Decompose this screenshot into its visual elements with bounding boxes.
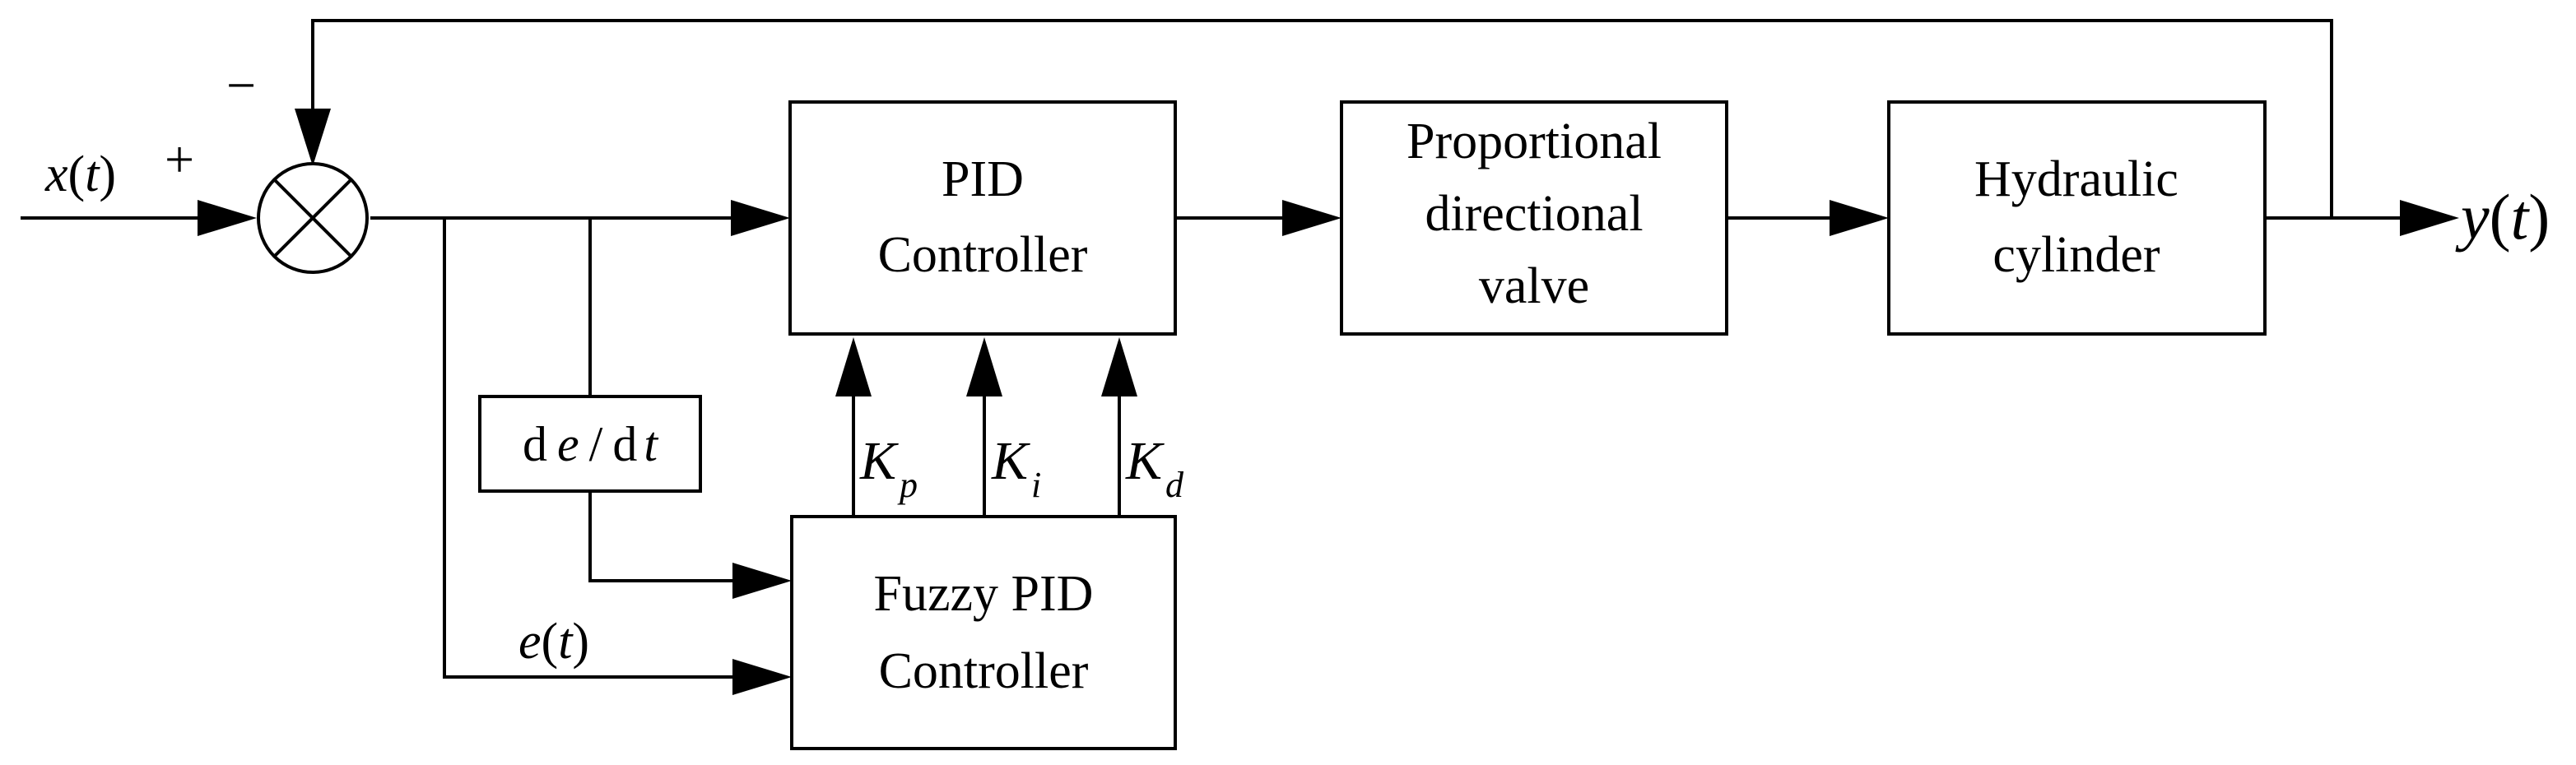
kp-label: Kp (859, 431, 918, 505)
arrowheads (198, 109, 2459, 695)
minus-sign: − (226, 56, 256, 114)
cylinder-label-line2: cylinder (1992, 227, 2160, 283)
kp-arrow (835, 337, 872, 396)
input-signal-label: x(t) (44, 146, 116, 202)
fuzzy-label-line1: Fuzzy PID (874, 566, 1094, 622)
derivative-to-fuzzy-line (588, 491, 741, 582)
summing-junction (257, 162, 369, 274)
valve-block: Proportional directional valve (1340, 100, 1728, 336)
signal-wires (21, 19, 2407, 679)
pid-label-line1: PID (942, 151, 1024, 207)
arrow-into-cylinder (1830, 200, 1889, 236)
cylinder-label-line1: Hydraulic (1974, 151, 2178, 207)
kd-label: Kd (1125, 431, 1184, 505)
plus-sign: + (165, 130, 194, 188)
error-signal-label: e(t) (518, 614, 589, 670)
fuzzy-label-line2: Controller (879, 643, 1089, 699)
arrow-derivative-to-fuzzy (732, 563, 792, 599)
output-signal-label: y(t) (2455, 181, 2550, 253)
pid-controller-block: PID Controller (788, 100, 1177, 336)
kd-arrow (1101, 337, 1137, 396)
arrow-error-to-fuzzy (732, 659, 792, 695)
arrow-into-pid (731, 200, 790, 236)
valve-label-line1: Proportional (1407, 114, 1662, 169)
error-to-fuzzy-line (443, 218, 741, 679)
feedback-line (311, 19, 2333, 218)
fuzzy-pid-block: Fuzzy PID Controller (790, 515, 1177, 750)
arrow-into-junction (198, 200, 257, 236)
ki-label: Ki (991, 431, 1041, 505)
output-arrow (2400, 200, 2459, 236)
feedback-arrow (295, 109, 331, 166)
arrow-into-valve (1282, 200, 1341, 236)
valve-label-line3: valve (1479, 258, 1589, 314)
cylinder-block: Hydraulic cylinder (1887, 100, 2267, 336)
pid-label-line2: Controller (878, 227, 1088, 283)
ki-arrow (966, 337, 1002, 396)
valve-label-line2: directional (1425, 186, 1643, 242)
